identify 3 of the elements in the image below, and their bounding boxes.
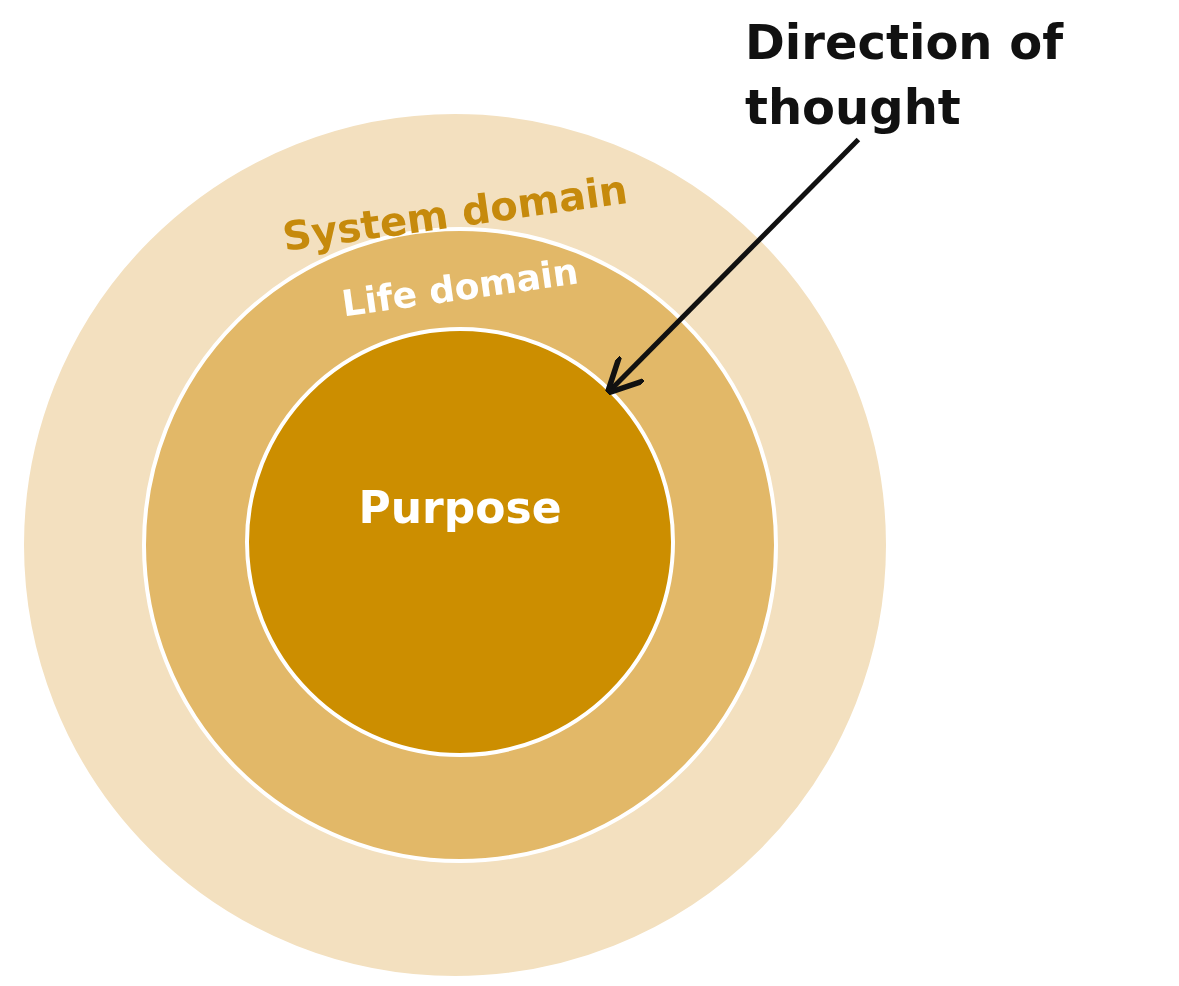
ring-label: Purpose [358, 482, 562, 533]
arrow [604, 137, 861, 396]
annotation-text: Direction of thought [745, 13, 1065, 137]
